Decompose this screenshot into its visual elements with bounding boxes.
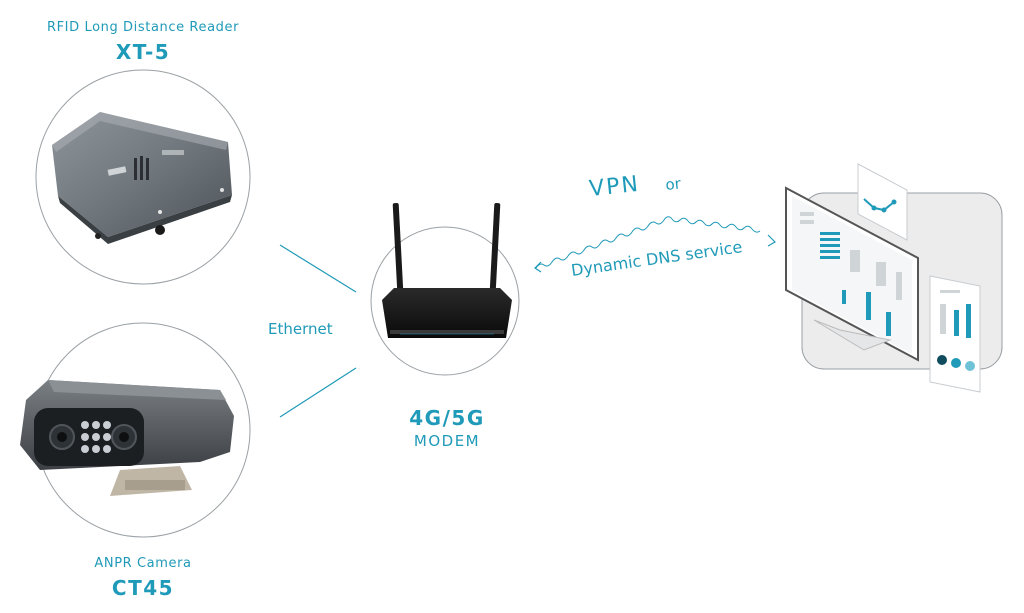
modem-title: 4G/5G	[409, 406, 485, 430]
dashboard-monitor-icon	[785, 186, 919, 362]
ethernet-line-top	[279, 244, 357, 293]
ethernet-label: Ethernet	[268, 320, 333, 338]
anpr-camera-icon	[20, 380, 234, 496]
report-sheet-icon	[929, 275, 981, 393]
vpn-link-arrow	[534, 216, 776, 273]
or-label: or	[665, 174, 683, 194]
rfid-model: XT-5	[115, 40, 171, 64]
ethernet-line-bottom	[279, 367, 357, 418]
modem-subtitle: MODEM	[413, 432, 481, 450]
rfid-reader-icon	[52, 112, 232, 244]
vpn-label: VPN	[588, 172, 641, 202]
ddns-label: Dynamic DNS service	[570, 237, 743, 280]
anpr-subtitle: ANPR Camera	[94, 556, 192, 571]
chart-card-icon	[857, 163, 908, 241]
anpr-model: CT45	[111, 576, 175, 600]
rfid-subtitle: RFID Long Distance Reader	[46, 20, 240, 35]
router-icon	[382, 203, 512, 338]
